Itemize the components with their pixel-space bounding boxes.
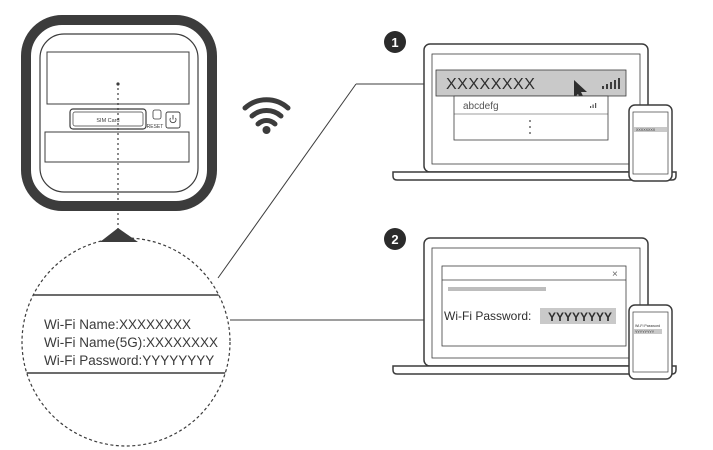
phone-password-label: Wi-Fi Password xyxy=(635,324,660,328)
phone-password-field xyxy=(634,329,662,334)
phone-password-value: YYYYYYYY xyxy=(635,330,655,334)
connector-line-step1 xyxy=(217,83,357,279)
password-value: YYYYYYYY xyxy=(548,310,612,324)
signal-strength-small-icon xyxy=(590,103,597,108)
sim-card-slot xyxy=(69,108,147,130)
magnifier-pointer xyxy=(100,228,138,242)
phone-2: Wi-Fi Password YYYYYYYY xyxy=(628,304,673,380)
network-name-selected: XXXXXXXX xyxy=(446,76,535,93)
reset-label: RESET xyxy=(147,124,164,130)
wifi-name-5g-line: Wi-Fi Name(5G):XXXXXXXX xyxy=(44,335,218,350)
network-list xyxy=(453,95,609,141)
phone-network-name: XXXXXXXX xyxy=(636,128,656,132)
step2-group: 2 × Wi-Fi Password: YYYYYYYY Wi-Fi Passw… xyxy=(384,228,677,380)
password-input[interactable] xyxy=(540,308,616,324)
signal-strength-icon xyxy=(602,78,620,89)
wifi-password-line: Wi-Fi Password:YYYYYYYY xyxy=(44,353,214,368)
label-magnifier: Wi-Fi Name:XXXXXXXX Wi-Fi Name(5G):XXXXX… xyxy=(21,228,231,447)
step1-number: 1 xyxy=(391,35,398,50)
step2-number: 2 xyxy=(391,232,398,247)
power-icon xyxy=(165,111,181,129)
phone-1: XXXXXXXX xyxy=(628,104,673,182)
network-name-other[interactable]: abcdefg xyxy=(463,101,499,112)
router-label-point xyxy=(116,82,120,86)
wifi-name-line: Wi-Fi Name:XXXXXXXX xyxy=(44,317,191,332)
reset-button xyxy=(152,109,162,120)
password-label: Wi-Fi Password: xyxy=(444,309,531,323)
step1-badge xyxy=(384,31,406,53)
step2-badge xyxy=(384,228,406,250)
step1-group: 1 XXXXXXXX abcdefg xyxy=(384,31,677,182)
dialog-close-icon[interactable]: × xyxy=(612,269,618,280)
dialog-title-bar-placeholder xyxy=(448,287,546,291)
password-dialog xyxy=(441,265,627,347)
wifi-signal-icon xyxy=(242,97,291,134)
router-device: SIM Card RESET xyxy=(21,15,217,232)
mouse-cursor-icon xyxy=(574,80,587,102)
phone-network-selected xyxy=(634,127,667,132)
sim-card-label: SIM Card xyxy=(96,118,119,124)
